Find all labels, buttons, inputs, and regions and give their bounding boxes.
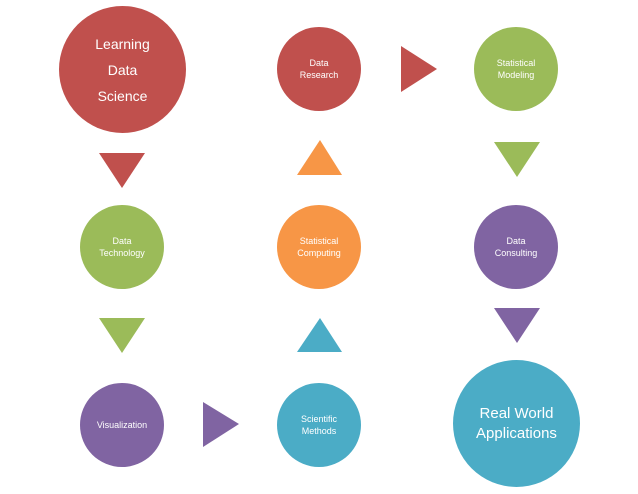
node-statistical-modeling: Statistical Modeling	[474, 27, 558, 111]
arrow-down-learning-to-technology	[99, 153, 145, 188]
node-real-world-applications: Real World Applications	[453, 360, 580, 487]
node-statistical-computing: Statistical Computing	[277, 205, 361, 289]
node-data-consulting: Data Consulting	[474, 205, 558, 289]
node-data-research: Data Research	[277, 27, 361, 111]
arrow-up-computing-to-research	[297, 140, 342, 175]
node-label: Data Consulting	[494, 236, 538, 258]
node-label: Statistical Modeling	[496, 58, 536, 80]
arrow-down-technology-to-visualization	[99, 318, 145, 353]
node-label: Data Technology	[99, 236, 145, 258]
arrow-right-visualization-to-scientific	[203, 402, 239, 447]
arrow-down-modeling-to-consulting	[494, 142, 540, 177]
node-learning-data-science: Learning Data Science	[59, 6, 186, 133]
node-visualization: Visualization	[80, 383, 164, 467]
node-label: Learning Data Science	[95, 35, 150, 104]
node-label: Data Research	[299, 58, 339, 80]
arrow-up-scientific-to-computing	[297, 318, 342, 352]
arrow-right-research-to-modeling	[401, 46, 437, 92]
arrow-down-consulting-to-applications	[494, 308, 540, 343]
node-label: Statistical Computing	[297, 236, 341, 258]
node-scientific-methods: Scientific Methods	[277, 383, 361, 467]
node-label: Visualization	[96, 420, 148, 430]
node-label: Scientific Methods	[300, 414, 337, 436]
node-data-technology: Data Technology	[80, 205, 164, 289]
node-label: Real World Applications	[476, 404, 557, 442]
